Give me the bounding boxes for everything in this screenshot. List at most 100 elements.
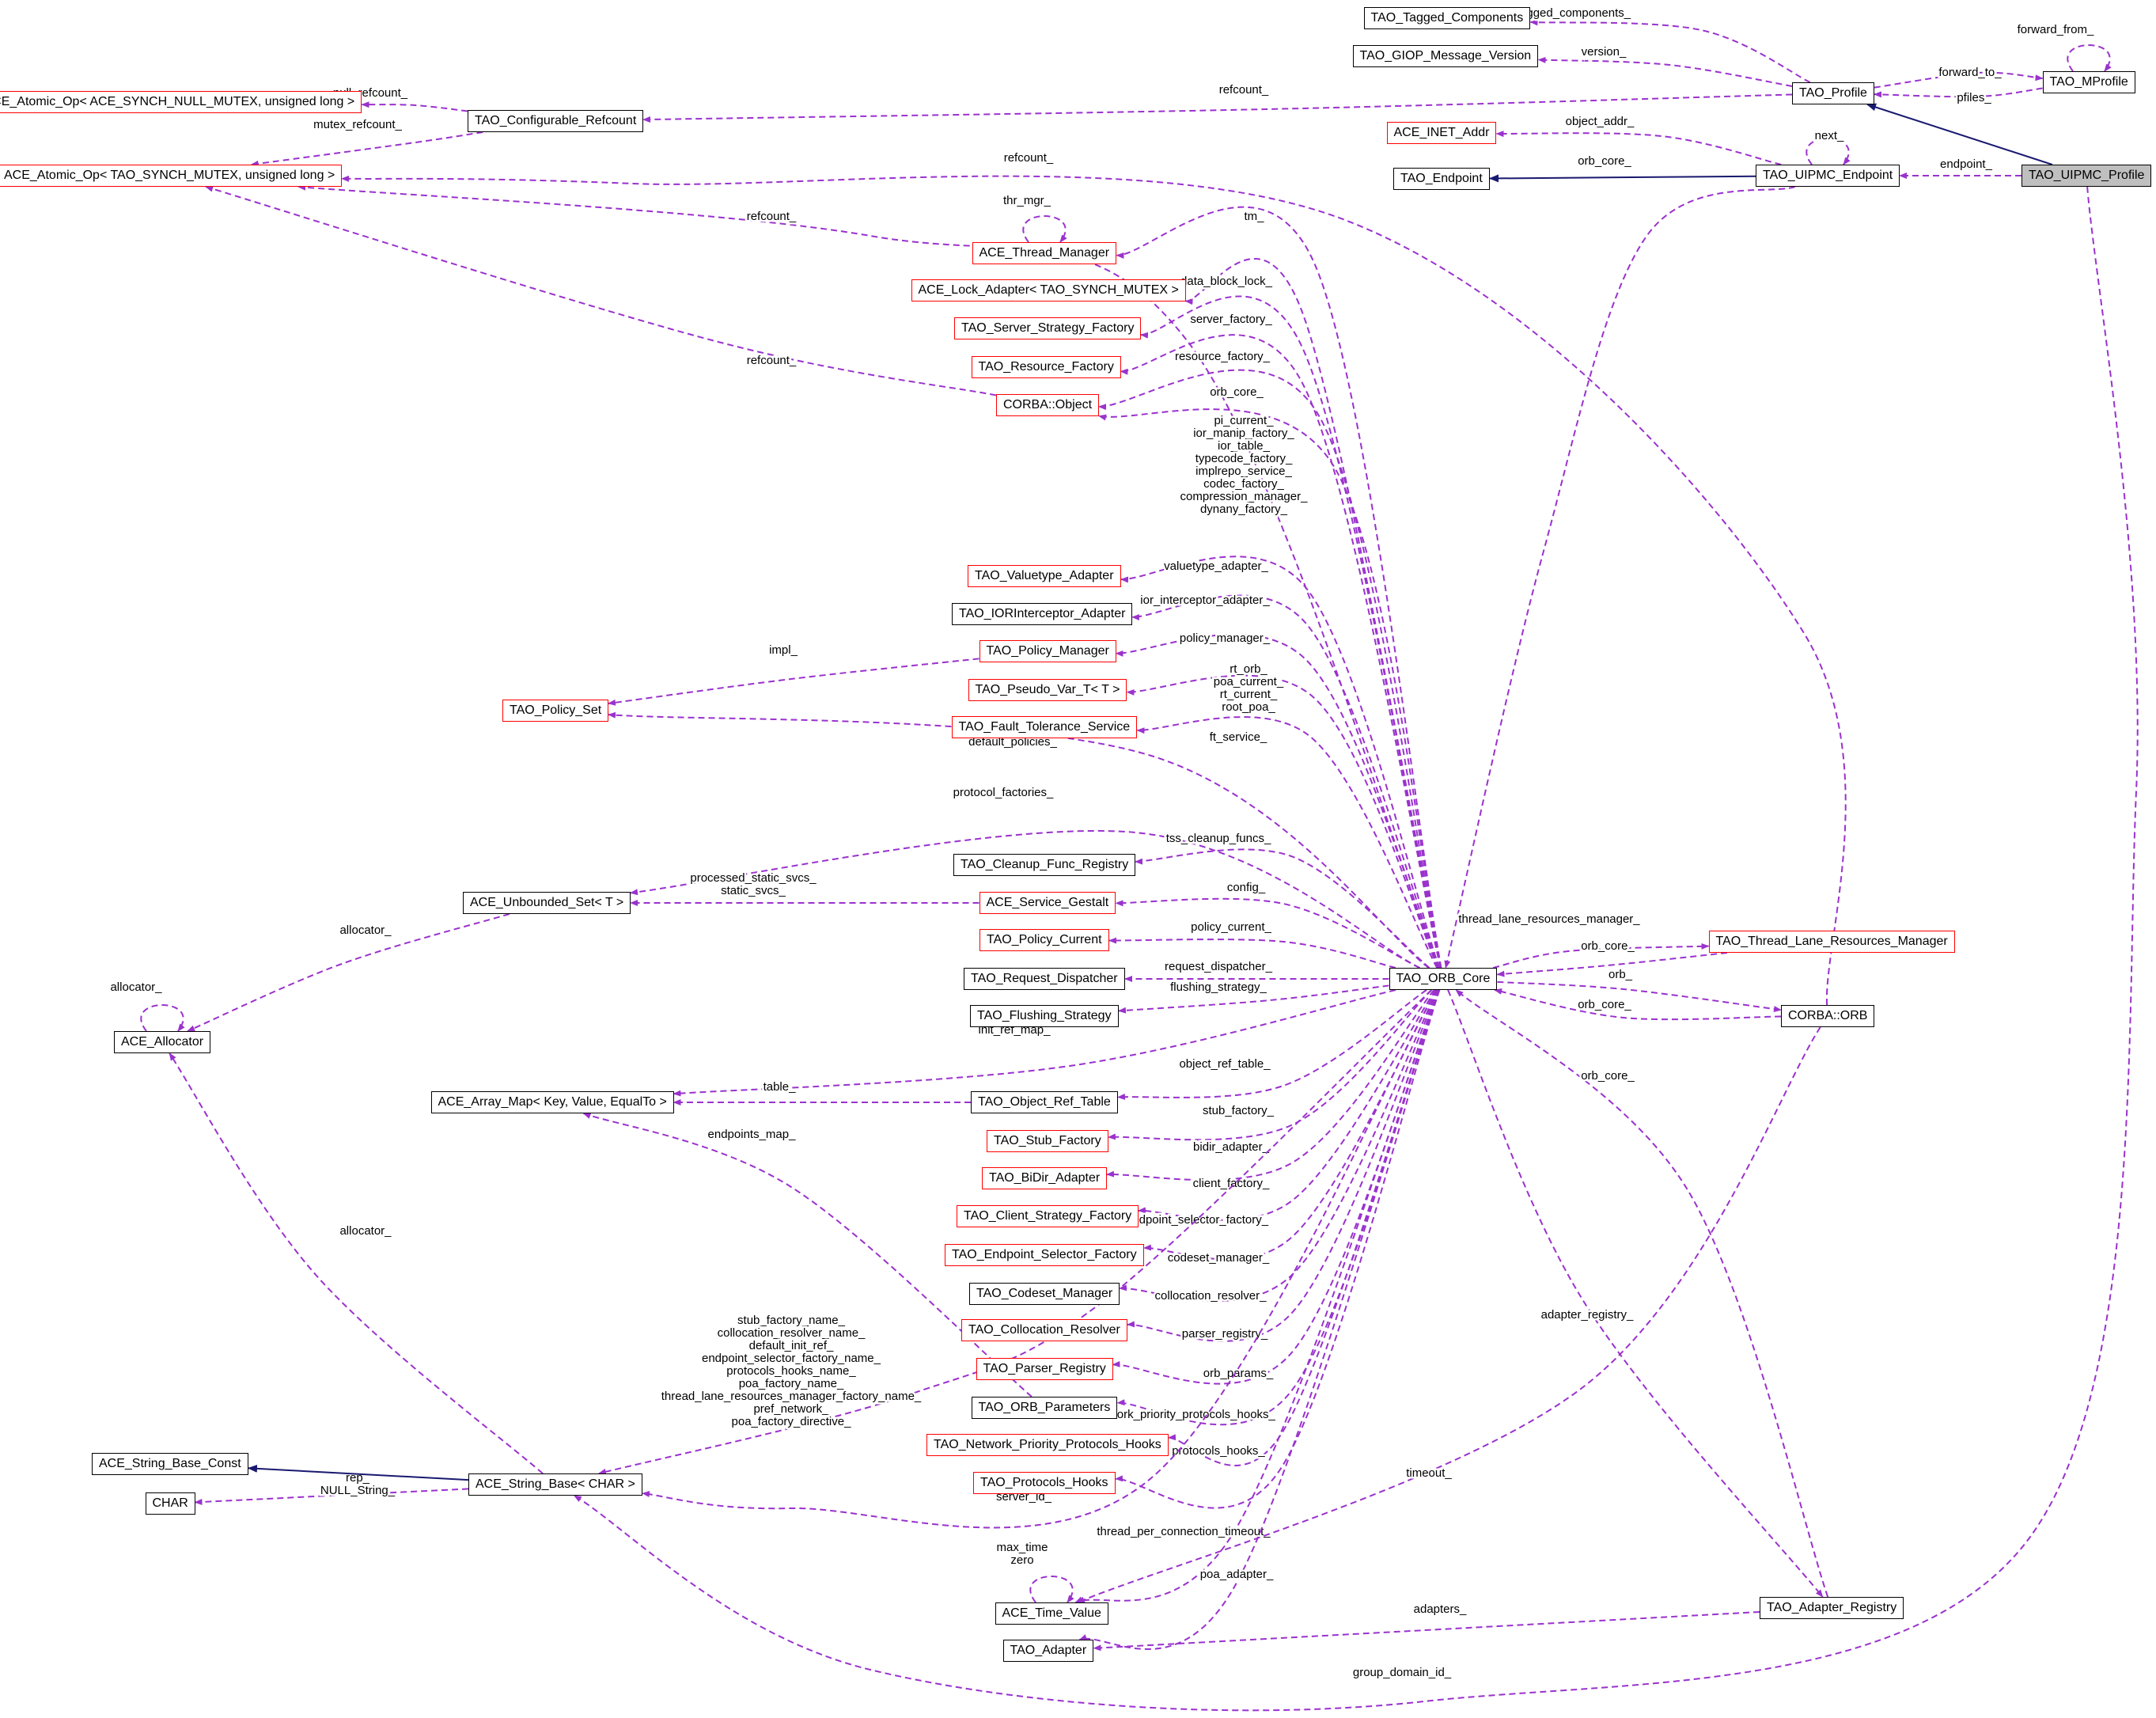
class-node-char_node[interactable]: CHAR	[145, 1492, 195, 1515]
class-node-endpoint[interactable]: TAO_Endpoint	[1393, 168, 1490, 190]
class-node-fault_tolerance[interactable]: TAO_Fault_Tolerance_Service	[951, 716, 1138, 738]
edge-uipmc_endpoint-endpoint	[1489, 174, 1756, 183]
class-node-inet_addr[interactable]: ACE_INET_Addr	[1386, 122, 1497, 144]
class-node-bidir_adapter[interactable]: TAO_BiDir_Adapter	[982, 1167, 1108, 1189]
class-node-flushing_strategy[interactable]: TAO_Flushing_Strategy	[970, 1005, 1119, 1027]
edge-label-rt_orb_: rt_orb_poa_current_rt_current_root_poa_	[1214, 662, 1284, 714]
edge-label-stub_factory_name_: stub_factory_name_collocation_resolver_n…	[661, 1314, 922, 1428]
class-node-valuetype_adapter[interactable]: TAO_Valuetype_Adapter	[968, 565, 1121, 587]
edge-label-refcount_: refcount_	[1004, 151, 1054, 165]
edge-orb_core-orb_parameters	[1116, 989, 1440, 1426]
edge-orb_core-pseudo_var	[1126, 674, 1439, 969]
class-node-atomic_tao[interactable]: ACE_Atomic_Op< TAO_SYNCH_MUTEX, unsigned…	[0, 165, 343, 187]
class-node-request_dispatcher[interactable]: TAO_Request_Dispatcher	[964, 968, 1125, 990]
class-node-client_strategy_factory[interactable]: TAO_Client_Strategy_Factory	[957, 1205, 1139, 1227]
class-node-stub_factory[interactable]: TAO_Stub_Factory	[987, 1130, 1108, 1152]
edge-profile-tagged_components	[1529, 19, 1811, 83]
edge-profile-config_refcount	[642, 93, 1793, 123]
class-node-corba_object[interactable]: CORBA::Object	[996, 394, 1100, 416]
edge-string_base-string_base_const	[248, 1464, 469, 1481]
edge-label-refcount_: refcount_	[747, 354, 797, 367]
edge-orb_core-lock_adapter	[1184, 258, 1442, 969]
class-node-cleanup_func_registry[interactable]: TAO_Cleanup_Func_Registry	[953, 854, 1136, 876]
edge-label-flushing_strategy_: flushing_strategy_	[1170, 980, 1267, 994]
class-node-server_strategy_factory[interactable]: TAO_Server_Strategy_Factory	[954, 317, 1142, 339]
class-node-service_gestalt[interactable]: ACE_Service_Gestalt	[979, 892, 1116, 914]
class-node-orb_core[interactable]: TAO_ORB_Core	[1389, 968, 1498, 990]
edge-orb_core-codeset_manager	[1119, 989, 1438, 1302]
class-node-resource_factory[interactable]: TAO_Resource_Factory	[971, 356, 1121, 378]
class-node-atomic_null[interactable]: ACE_Atomic_Op< ACE_SYNCH_NULL_MUTEX, uns…	[0, 91, 362, 113]
edge-uipmc_endpoint-orb_core	[1444, 186, 1796, 969]
edge-uipmc_profile-string_base	[573, 186, 2139, 1712]
class-node-mprofile[interactable]: TAO_MProfile	[2042, 71, 2135, 93]
class-node-pseudo_var[interactable]: TAO_Pseudo_Var_T< T >	[968, 679, 1127, 701]
edge-allocator-self	[140, 1004, 185, 1032]
class-node-codeset_manager[interactable]: TAO_Codeset_Manager	[969, 1283, 1120, 1305]
edge-label-allocator_: allocator_	[339, 923, 392, 937]
edge-label-allocator_: allocator_	[339, 1224, 392, 1238]
edge-profile-giop_msg_version	[1537, 56, 1793, 87]
class-node-corba_orb[interactable]: CORBA::ORB	[1781, 1005, 1875, 1027]
edge-label-orb_core_: orb_core_	[1578, 154, 1631, 168]
edge-label-orb_params_: orb_params_	[1203, 1367, 1274, 1380]
class-node-adapter[interactable]: TAO_Adapter	[1002, 1640, 1094, 1662]
class-node-array_map[interactable]: ACE_Array_Map< Key, Value, EqualTo >	[430, 1091, 674, 1113]
edge-label-allocator_: allocator_	[110, 980, 162, 994]
edge-adapter_registry-adapter	[1093, 1610, 1760, 1652]
edge-label-server_factory_: server_factory_	[1190, 313, 1272, 326]
class-node-unbounded_set[interactable]: ACE_Unbounded_Set< T >	[463, 892, 631, 914]
edge-uipmc_endpoint-self	[1806, 138, 1851, 165]
class-node-tagged_components[interactable]: TAO_Tagged_Components	[1363, 7, 1531, 29]
class-node-protocols_hooks[interactable]: TAO_Protocols_Hooks	[973, 1472, 1116, 1494]
class-node-policy_current[interactable]: TAO_Policy_Current	[979, 929, 1109, 951]
class-node-config_refcount[interactable]: TAO_Configurable_Refcount	[468, 110, 644, 132]
edge-orb_core-corba_object	[1098, 369, 1442, 969]
class-node-profile[interactable]: TAO_Profile	[1792, 82, 1874, 104]
class-node-policy_manager[interactable]: TAO_Policy_Manager	[979, 640, 1116, 662]
class-node-policy_set[interactable]: TAO_Policy_Set	[502, 700, 609, 722]
class-node-endpoint_selector_factory[interactable]: TAO_Endpoint_Selector_Factory	[945, 1244, 1144, 1266]
class-node-giop_msg_version[interactable]: TAO_GIOP_Message_Version	[1352, 45, 1539, 67]
edge-label-group_domain_id_: group_domain_id_	[1353, 1666, 1452, 1679]
edge-uipmc_endpoint-inet_addr	[1495, 131, 1782, 165]
class-node-time_value[interactable]: ACE_Time_Value	[995, 1602, 1108, 1625]
class-node-uipmc_profile: TAO_UIPMC_Profile	[2021, 165, 2152, 187]
class-node-orb_parameters[interactable]: TAO_ORB_Parameters	[971, 1397, 1118, 1419]
edge-mprofile-profile	[1874, 87, 2043, 98]
class-node-string_base[interactable]: ACE_String_Base< CHAR >	[468, 1473, 642, 1496]
class-node-allocator[interactable]: ACE_Allocator	[114, 1031, 211, 1053]
edge-orb_core-adapter	[1078, 989, 1441, 1650]
edge-orb_core-corba_object	[1098, 408, 1442, 969]
edge-label-ior_interceptor_adapter_: ior_interceptor_adapter_	[1140, 594, 1270, 607]
edge-orb_core-server_strategy_factory	[1140, 295, 1442, 969]
edge-label-mutex_refcount_: mutex_refcount_	[313, 118, 402, 131]
edge-orb_core-ior_interceptor_adapter	[1131, 594, 1440, 969]
class-node-object_ref_table[interactable]: TAO_Object_Ref_Table	[971, 1091, 1118, 1113]
edge-uipmc_profile-profile	[1866, 103, 2053, 165]
class-node-adapter_registry[interactable]: TAO_Adapter_Registry	[1760, 1597, 1904, 1619]
edge-orb_core-time_value	[1074, 989, 1440, 1603]
edge-label-tss_cleanup_funcs_: tss_cleanup_funcs_	[1166, 832, 1271, 845]
class-node-lock_adapter[interactable]: ACE_Lock_Adapter< TAO_SYNCH_MUTEX >	[911, 279, 1186, 302]
edge-label-adapter_registry_: adapter_registry_	[1541, 1308, 1634, 1322]
class-node-string_base_const[interactable]: ACE_String_Base_Const	[92, 1453, 248, 1475]
edge-label-refcount_: refcount_	[1219, 83, 1269, 97]
edge-orb_core-collocation_resolver	[1127, 989, 1439, 1342]
class-node-tlrm[interactable]: TAO_Thread_Lane_Resources_Manager	[1708, 931, 1955, 953]
edge-label-refcount_: refcount_	[747, 210, 797, 223]
class-node-npph[interactable]: TAO_Network_Priority_Protocols_Hooks	[926, 1434, 1169, 1456]
edge-label-pfiles_: pfiles_	[1957, 91, 1991, 104]
class-node-uipmc_endpoint[interactable]: TAO_UIPMC_Endpoint	[1756, 165, 1900, 187]
edge-orb_core-policy_manager	[1115, 633, 1439, 969]
class-node-thread_manager[interactable]: ACE_Thread_Manager	[972, 242, 1117, 264]
edge-label-thread_per_connection_timeout_: thread_per_connection_timeout_	[1097, 1525, 1271, 1538]
class-node-collocation_resolver[interactable]: TAO_Collocation_Resolver	[961, 1319, 1127, 1341]
edge-label-thr_mgr_: thr_mgr_	[1003, 194, 1051, 207]
class-node-parser_registry[interactable]: TAO_Parser_Registry	[976, 1358, 1113, 1380]
edge-label-data_block_lock_: data_block_lock_	[1180, 275, 1273, 288]
edge-string_base-char_node	[194, 1488, 469, 1506]
edge-group: tagged_components_version_forward_from_f…	[108, 5, 2139, 1712]
class-node-ior_interceptor_adapter[interactable]: TAO_IORInterceptor_Adapter	[952, 603, 1133, 625]
edge-label-config_: config_	[1227, 881, 1266, 894]
